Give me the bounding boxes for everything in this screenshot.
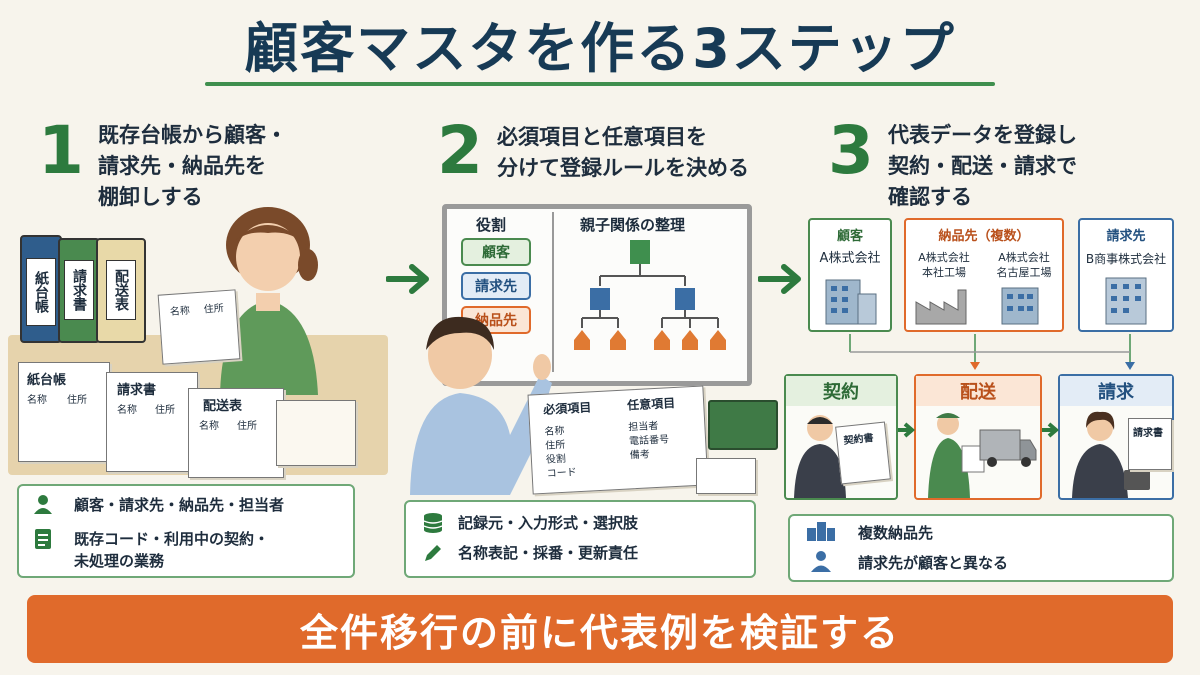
hierarchy-tree <box>574 240 726 350</box>
entity-billing-head: 請求先 <box>1106 229 1146 244</box>
database-icon <box>423 513 443 533</box>
flow-contract-head: 契約 <box>786 376 896 406</box>
entity-billing-name: B商事株式会社 <box>1085 252 1167 266</box>
billing-person <box>1072 411 1150 498</box>
paper-invoice: 請求書 名称 住所 <box>106 372 198 472</box>
binder-label-2: 請求書 <box>64 260 94 320</box>
step-3-item-1: 複数納品先 <box>858 524 934 542</box>
step-2-panel <box>404 500 756 578</box>
paper-ledger: 紙台帳 名称 住所 <box>18 362 110 462</box>
flow-billing-head: 請求 <box>1060 376 1172 406</box>
step-1-item-1: 顧客・請求先・納品先・担当者 <box>74 496 285 514</box>
held-paper: 名称 住所 <box>157 289 241 365</box>
entity-customer-head: 顧客 <box>836 229 863 244</box>
fields-sheet: 必須項目 任意項目 名称 住所 役割 コード 担当者 電話番号 備考 <box>527 385 709 495</box>
binder-label-3: 配送表 <box>106 260 136 320</box>
step-1-item-2: 既存コード・利用中の契約・ 未処理の業務 <box>74 530 270 570</box>
binder-label-1: 紙台帳 <box>26 258 56 326</box>
role-billing: 請求先 <box>461 272 531 300</box>
step-3-number: 3 <box>828 112 874 189</box>
entity-delivery-name-2: A株式会社 名古屋工場 <box>996 251 1052 279</box>
man-illustration <box>410 316 552 495</box>
pencil-icon <box>425 545 441 561</box>
step-2-number: 2 <box>437 112 483 189</box>
arrow-right-icon <box>758 264 801 294</box>
role-customer: 顧客 <box>461 238 531 266</box>
document-icon <box>35 529 51 549</box>
flow-delivery-head: 配送 <box>916 376 1040 406</box>
person-icon <box>811 551 831 572</box>
step-1-text: 既存台帳から顧客・ 請求先・納品先を 棚卸しする <box>98 123 287 209</box>
contract-person <box>794 415 846 498</box>
roles-title: 役割 <box>476 216 507 234</box>
step-1-number: 1 <box>38 112 84 189</box>
whiteboard-divider <box>552 212 554 372</box>
step-2-item-1: 記録元・入力形式・選択肢 <box>458 514 639 532</box>
step-2-text: 必須項目と任意項目を 分けて登録ルールを決める <box>497 125 749 180</box>
invoice-doc: 請求書 <box>1128 418 1172 470</box>
entity-delivery-head: 納品先（複数） <box>938 229 1030 244</box>
paper-stack <box>276 400 356 466</box>
books <box>708 400 778 450</box>
building-icon <box>1001 287 1039 325</box>
step-3-item-2: 請求先が顧客と異なる <box>858 554 1009 572</box>
entity-customer-name: A株式会社 <box>819 251 881 266</box>
conclusion-banner <box>27 595 1173 663</box>
step-3-text: 代表データを登録し 契約・配送・請求で 確認する <box>888 123 1077 209</box>
contract-doc: 契約書 <box>835 421 891 485</box>
arrow-right-icon <box>1042 422 1060 438</box>
step-2-item-2: 名称表記・採番・更新責任 <box>458 544 639 562</box>
step-1-panel <box>17 484 355 578</box>
tree-title: 親子関係の整理 <box>580 216 686 234</box>
conclusion-text: 全件移行の前に代表例を検証する <box>299 610 900 655</box>
entity-connectors <box>849 334 1135 370</box>
building-icon <box>825 279 877 325</box>
person-icon <box>34 495 52 514</box>
paper-delivery: 配送表 名称 住所 <box>188 388 284 478</box>
entity-delivery-name-1: A株式会社 本社工場 <box>918 251 970 279</box>
title-underline <box>205 82 995 86</box>
factory-icon <box>915 289 967 325</box>
building-icon <box>1105 277 1147 325</box>
arrow-right-icon <box>386 264 429 294</box>
step-3-panel <box>788 514 1174 582</box>
woman-illustration <box>220 207 318 395</box>
page-title: 顧客マスタを作る3ステップ <box>244 17 956 80</box>
arrow-right-icon <box>898 422 916 438</box>
checklist <box>696 458 756 494</box>
buildings-icon <box>807 522 835 541</box>
delivery-person-truck <box>928 413 1037 498</box>
